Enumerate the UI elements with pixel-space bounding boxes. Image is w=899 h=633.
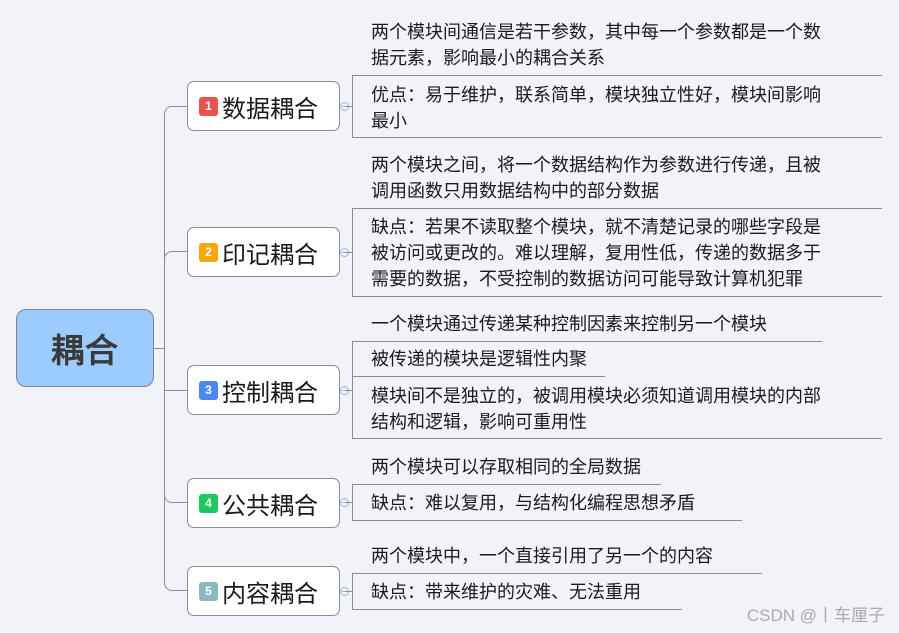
leaf-underline — [352, 520, 742, 521]
leaf-connector — [345, 106, 352, 107]
branch-node-stamp-coupling[interactable]: 2 印记耦合 — [187, 227, 340, 277]
leaf-text: 缺点：若果不读取整个模块，就不清楚记录的哪些字段是 被访问或更改的。难以理解，复… — [371, 217, 821, 290]
watermark: CSDN @丨车厘子 — [746, 606, 885, 625]
leaf-text: 模块间不是独立的，被调用模块必须知道调用模块的内部 结构和逻辑，影响可重用性 — [371, 386, 821, 433]
branch-label: 控制耦合 — [222, 378, 318, 407]
branch-connector-2 — [164, 251, 188, 263]
leaf-underline — [352, 75, 882, 76]
leaf-text: 一个模块通过传递某种控制因素来控制另一个模块 — [371, 314, 767, 335]
leaf-underline — [352, 573, 762, 574]
leaf-underline — [352, 484, 661, 485]
branch-node-control-coupling[interactable]: 3 控制耦合 — [187, 365, 340, 415]
branch-connector-4 — [164, 490, 188, 503]
root-label: 耦合 — [51, 331, 119, 370]
leaf-connector — [345, 591, 352, 592]
leaf-text: 两个模块之间，将一个数据结构作为参数进行传递，且被 调用函数只用数据结构中的部分… — [371, 155, 821, 202]
priority-badge: 4 — [199, 493, 218, 513]
leaf-connector — [345, 252, 352, 253]
root-connector — [154, 348, 164, 349]
leaf-underline — [352, 438, 882, 439]
leaf-bracket — [352, 484, 353, 520]
leaf-underline — [352, 341, 822, 342]
leaf-connector — [345, 390, 352, 391]
priority-badge: 3 — [199, 380, 218, 400]
branch-connector-5 — [164, 578, 188, 591]
trunk-line — [164, 115, 165, 585]
branch-node-common-coupling[interactable]: 4 公共耦合 — [187, 478, 340, 528]
leaf-connector — [345, 502, 352, 503]
leaf-text: 优点：易于维护，联系简单，模块独立性好，模块间影响 最小 — [371, 85, 821, 132]
priority-badge: 5 — [199, 581, 218, 601]
leaf-underline — [352, 208, 882, 209]
priority-badge: 2 — [199, 242, 218, 262]
priority-badge: 1 — [199, 96, 218, 116]
leaf-bracket — [352, 341, 353, 438]
branch-label: 内容耦合 — [222, 579, 318, 608]
leaf-text: 被传递的模块是逻辑性内聚 — [371, 349, 587, 370]
branch-connector-1 — [164, 106, 188, 118]
branch-connector-3 — [164, 390, 188, 391]
branch-node-content-coupling[interactable]: 5 内容耦合 — [187, 566, 340, 616]
leaf-bracket — [352, 75, 353, 137]
leaf-underline — [352, 609, 682, 610]
leaf-underline — [352, 137, 882, 138]
leaf-bracket — [352, 573, 353, 609]
branch-label: 公共耦合 — [222, 491, 318, 520]
leaf-text: 两个模块可以存取相同的全局数据 — [371, 457, 641, 478]
leaf-text: 缺点：带来维护的灾难、无法重用 — [371, 582, 641, 603]
root-node[interactable]: 耦合 — [16, 309, 154, 387]
leaf-underline — [352, 376, 605, 377]
branch-label: 印记耦合 — [222, 240, 318, 269]
leaf-text: 两个模块间通信是若干参数，其中每一个参数都是一个数 据元素，影响最小的耦合关系 — [371, 22, 821, 69]
leaf-text: 两个模块中，一个直接引用了另一个的内容 — [371, 546, 713, 567]
leaf-bracket — [352, 208, 353, 296]
leaf-underline — [352, 296, 882, 297]
leaf-text: 缺点：难以复用，与结构化编程思想矛盾 — [371, 493, 695, 514]
branch-node-data-coupling[interactable]: 1 数据耦合 — [187, 81, 340, 131]
branch-label: 数据耦合 — [222, 94, 318, 123]
